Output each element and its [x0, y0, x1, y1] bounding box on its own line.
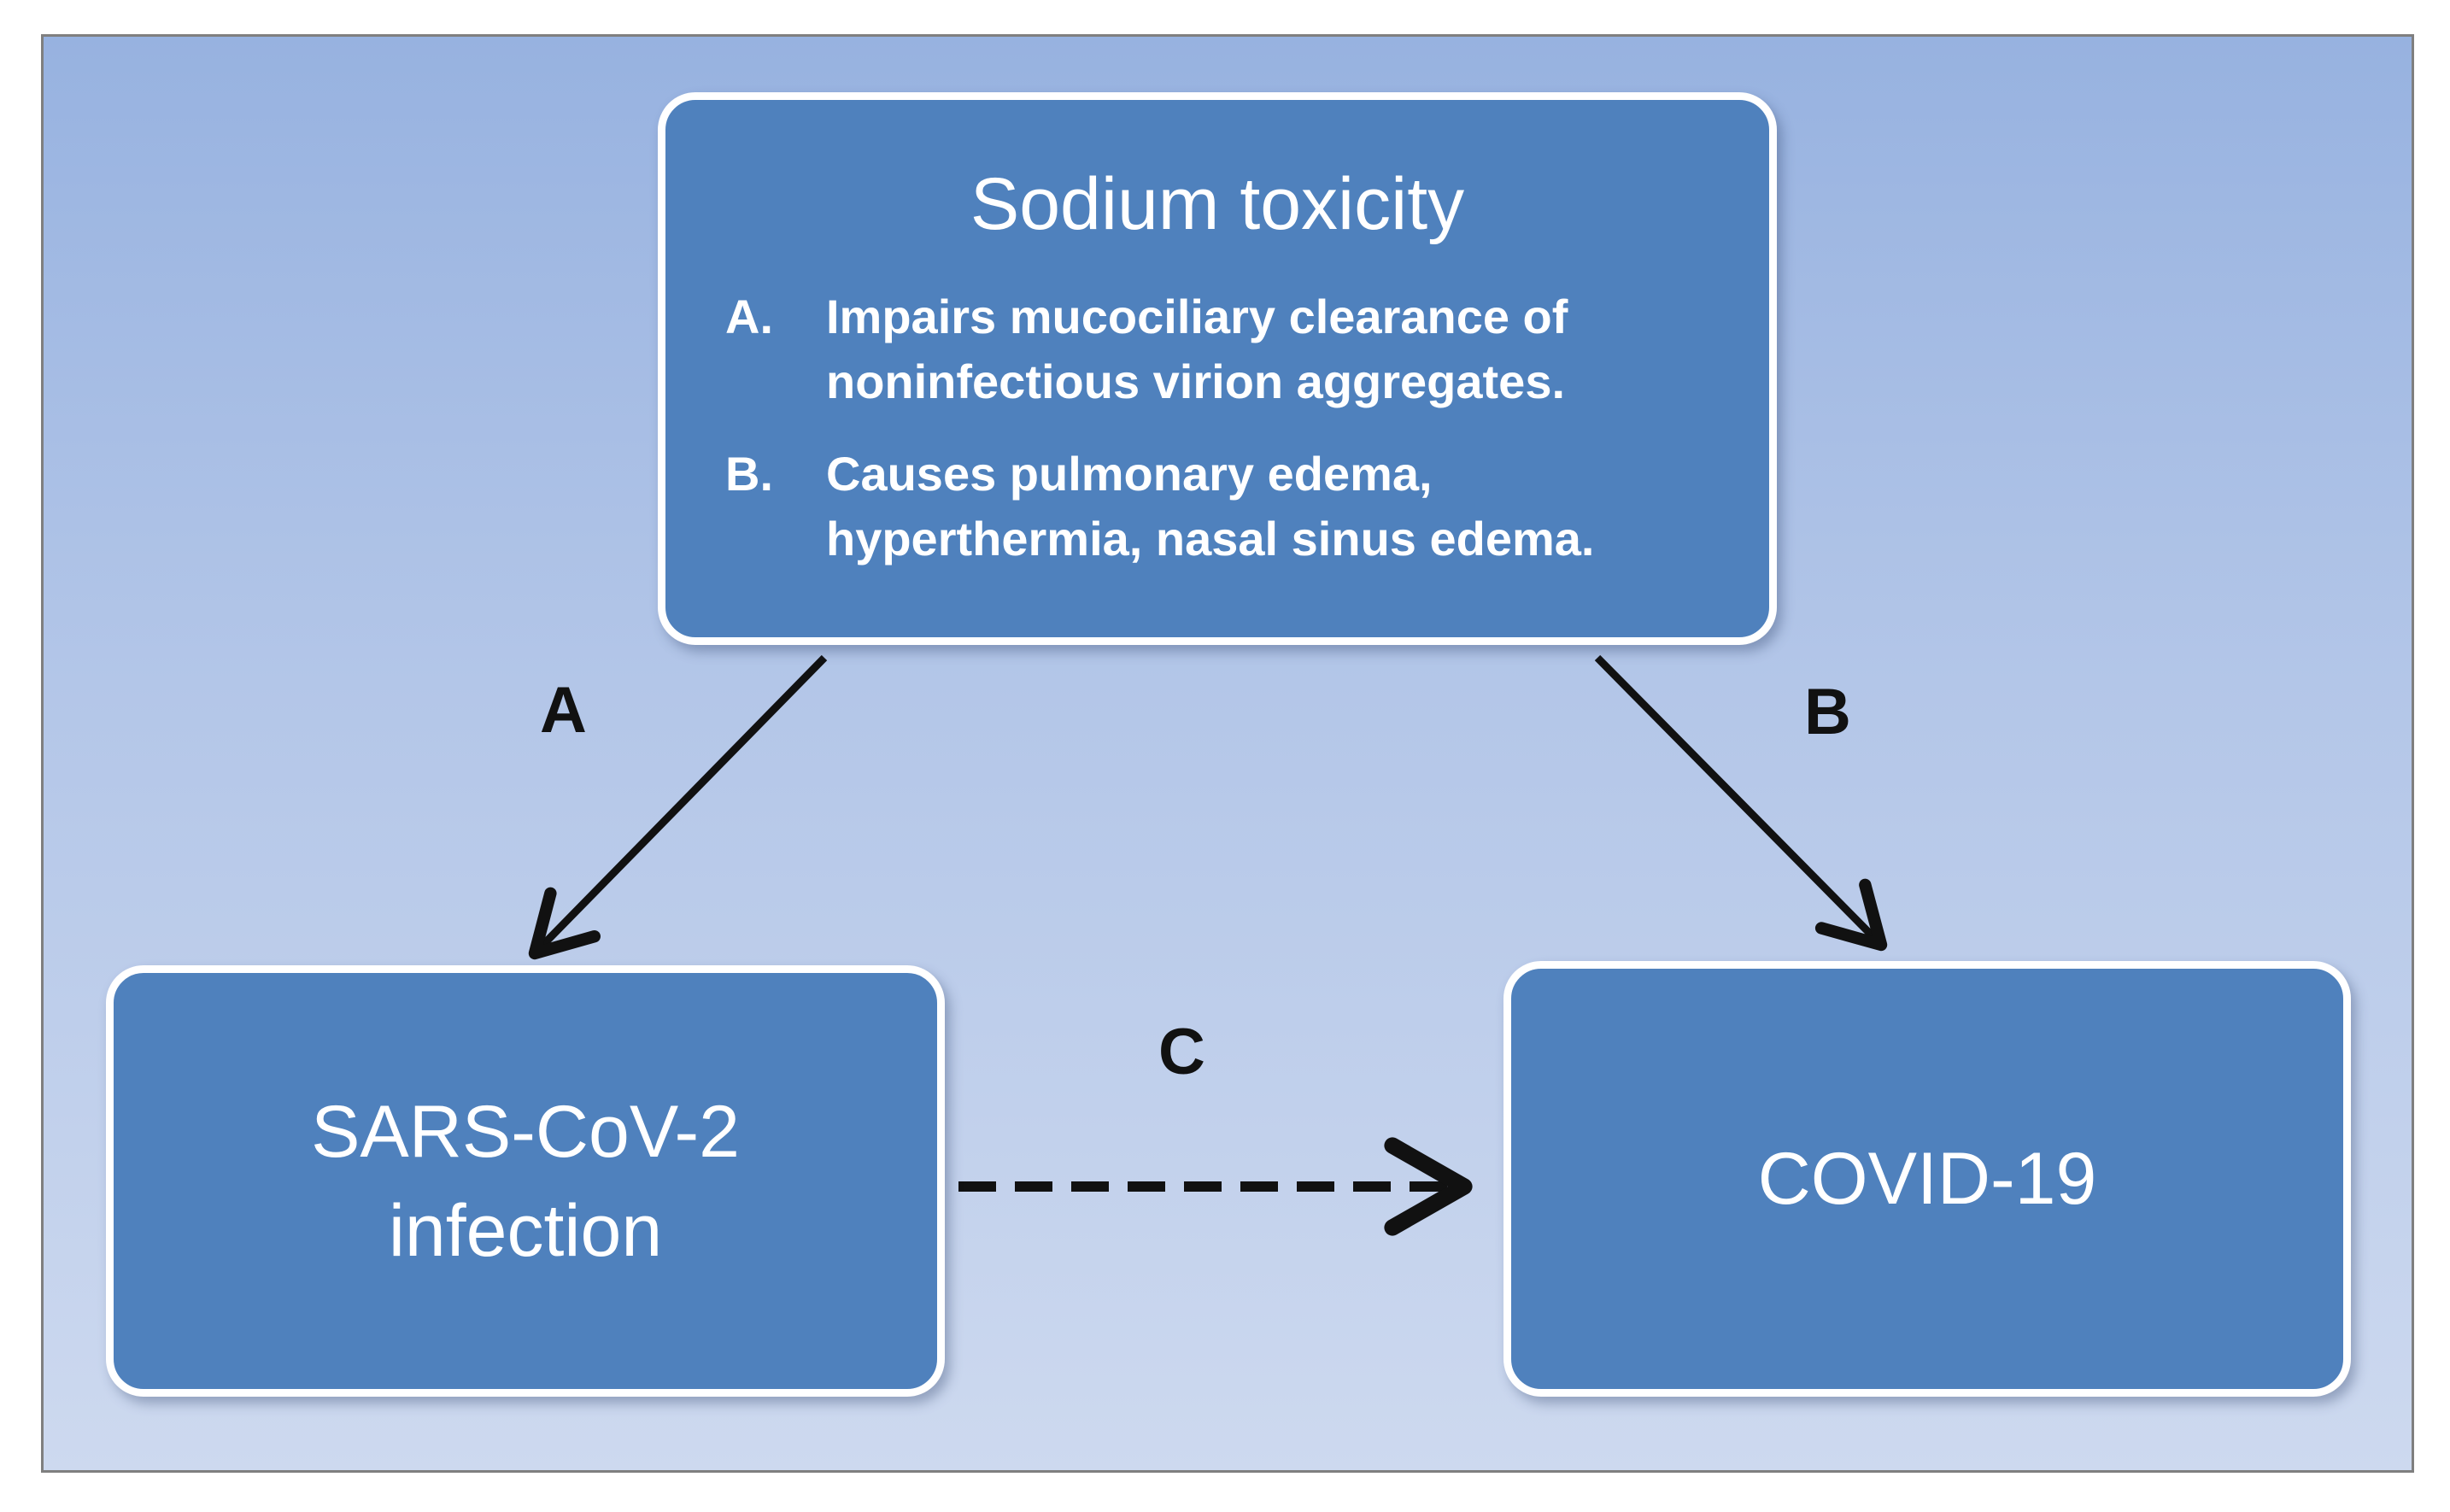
edge-label-a: A: [540, 674, 587, 747]
item-letter-a: A.: [725, 290, 773, 343]
sars-cov-2-infection-box: SARS-CoV-2 infection: [106, 965, 945, 1397]
left-box-line-2: infection: [388, 1189, 663, 1272]
sodium-toxicity-box: Sodium toxicity A. Impairs mucociliary c…: [658, 92, 1777, 645]
edge-label-c: C: [1158, 1016, 1205, 1088]
item-b-line-2: hyperthermia, nasal sinus edema.: [826, 512, 1595, 566]
sars-cov-2-infection-label: SARS-CoV-2 infection: [311, 1082, 740, 1281]
covid-19-label: COVID-19: [1758, 1129, 2097, 1228]
arrow-b: [1594, 654, 1888, 952]
item-b-line-1: Causes pulmonary edema,: [826, 447, 1433, 501]
arrow-a: [528, 654, 828, 960]
right-box-line-1: COVID-19: [1757, 1138, 2097, 1220]
item-text-a: Impairs mucociliary clearance of noninfe…: [826, 284, 1706, 414]
item-text-b: Causes pulmonary edema, hyperthermia, na…: [826, 442, 1706, 571]
covid-19-box: COVID-19: [1503, 961, 2351, 1397]
item-a-line-1: Impairs mucociliary clearance of: [826, 290, 1568, 343]
left-box-line-1: SARS-CoV-2: [311, 1090, 740, 1173]
sodium-toxicity-title: Sodium toxicity: [970, 163, 1465, 245]
item-a-line-2: noninfectious virion aggregates.: [826, 355, 1566, 408]
edge-label-b: B: [1804, 676, 1851, 748]
item-letter-b: B.: [725, 447, 773, 501]
